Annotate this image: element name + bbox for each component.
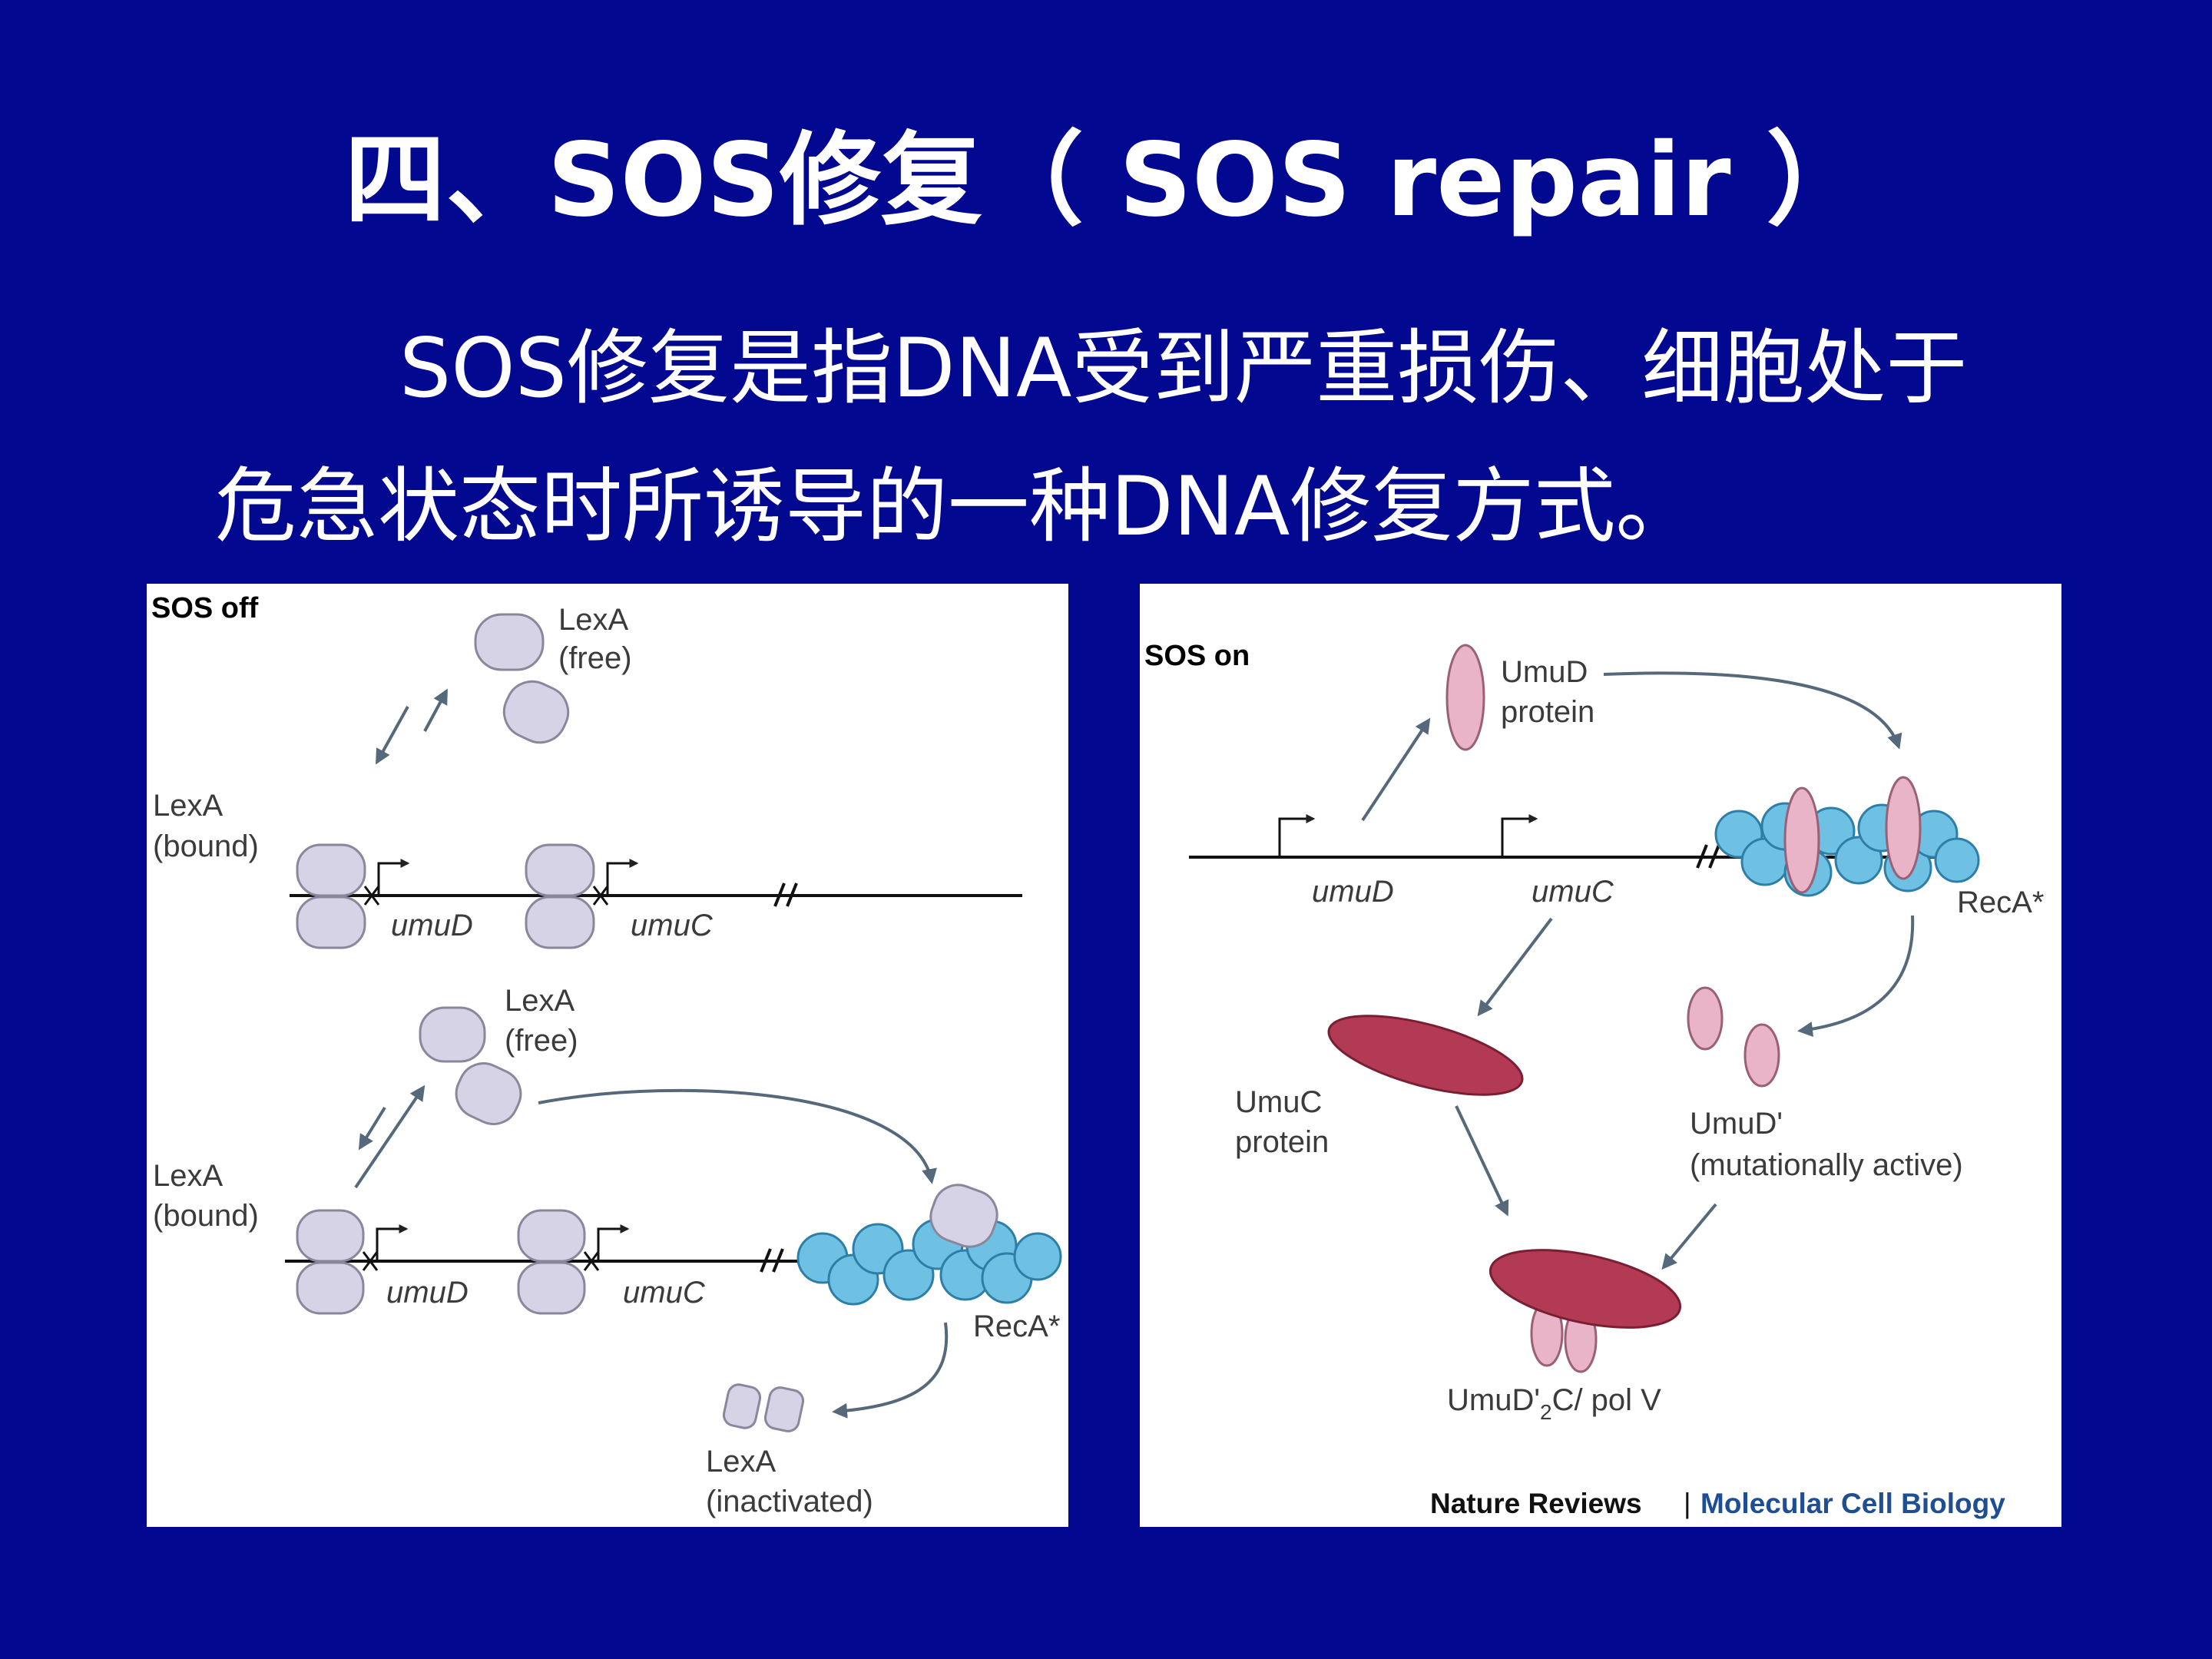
umuc-protein-label: UmuC — [1235, 1085, 1322, 1119]
dna-break — [1696, 844, 1720, 869]
credit-separator: | — [1684, 1488, 1691, 1519]
umud-protein-label: UmuD — [1501, 655, 1588, 689]
gene-umud-label: umuD — [391, 909, 473, 942]
umud-prime-shapes — [1687, 986, 1780, 1088]
equilibrium-arrows-top — [376, 688, 448, 765]
umud-protein-shape — [1445, 644, 1485, 751]
credit-section: Molecular Cell Biology — [1700, 1488, 2005, 1519]
lexa-inactivated-fragments — [722, 1383, 805, 1432]
pol-v-complex — [1488, 1249, 1682, 1373]
dna-break-top — [773, 882, 798, 907]
umuc-protein-shape — [1327, 1015, 1524, 1096]
body-line-2: 危急状态时所诱导的一种DNA修复方式。 — [215, 459, 1697, 554]
reca-label: RecA* — [1957, 886, 2044, 919]
lexa-inactivated-label: LexA — [706, 1445, 776, 1479]
pol-v-label: UmuD'2C/ pol V — [1447, 1383, 1661, 1424]
lexa-bound-bottom-sublabel: (bound) — [153, 1199, 259, 1233]
lexa-bound-bottom-label: LexA — [153, 1159, 223, 1193]
lexa-on-reca — [929, 1184, 998, 1248]
gene-umuc-label: umuC — [631, 909, 714, 942]
lexa-free-sublabel: (free) — [558, 641, 632, 675]
dna-break-bottom — [760, 1248, 784, 1273]
promoters — [1278, 814, 1538, 857]
sos-on-header: SOS on — [1144, 640, 1250, 672]
lexa-free-mid-sublabel: (free) — [505, 1024, 578, 1058]
sos-off-diagram: SOS off LexA (free) LexA (bound) umuD um… — [147, 584, 1068, 1527]
reca-filament — [1714, 802, 1980, 897]
blocked-promoters-top — [363, 859, 639, 906]
expression-arrows — [1361, 671, 1902, 822]
sos-off-header: SOS off — [151, 592, 259, 624]
blocked-promoters-bottom — [362, 1224, 630, 1271]
lexa-bound-dimer-1 — [296, 843, 366, 949]
gene-umud-label: umuD — [1312, 875, 1394, 909]
sos-on-diagram: SOS on UmuD protein umuD umuC RecA* UmuC — [1140, 584, 2061, 1527]
slide-title: 四、SOS修复（ SOS repair ） — [344, 121, 1868, 240]
body-line-1: SOS修复是指DNA受到严重损伤、细胞处于 — [399, 321, 1968, 416]
lexa-inactivated-sublabel: (inactivated) — [706, 1485, 873, 1518]
process-arrows — [1455, 915, 1915, 1270]
gene-umuc-bottom-label: umuC — [623, 1276, 706, 1310]
gene-umuc-label: umuC — [1532, 875, 1614, 909]
equilibrium-arrows-mid — [354, 1084, 937, 1189]
reca-filament — [796, 1218, 1062, 1306]
lexa-free-mid-label: LexA — [505, 984, 575, 1018]
cleavage-arrow — [832, 1322, 949, 1419]
lexa-free-protein — [474, 613, 570, 744]
reca-label: RecA* — [973, 1310, 1060, 1343]
umud-protein-sublabel: protein — [1501, 695, 1594, 729]
lexa-bound-label: LexA — [153, 789, 223, 823]
gene-umud-bottom-label: umuD — [386, 1276, 469, 1310]
lexa-bound-dimer-4 — [517, 1209, 586, 1315]
lexa-free-label: LexA — [558, 603, 628, 637]
umuc-protein-sublabel: protein — [1235, 1125, 1329, 1159]
umud-prime-sublabel: (mutationally active) — [1690, 1148, 1963, 1182]
lexa-bound-dimer-2 — [525, 843, 595, 949]
credit-journal: Nature Reviews — [1430, 1488, 1642, 1519]
umud-prime-label: UmuD' — [1690, 1107, 1783, 1141]
lexa-bound-dimer-3 — [296, 1209, 365, 1315]
slide-body: SOS修复是指DNA受到严重损伤、细胞处于 危急状态时所诱导的一种DNA修复方式… — [215, 300, 2074, 576]
sos-off-svg: SOS off LexA (free) LexA (bound) umuD um… — [151, 592, 1062, 1518]
sos-on-svg: SOS on UmuD protein umuD umuC RecA* UmuC — [1144, 640, 2044, 1519]
umud-on-reca — [1783, 776, 1922, 894]
lexa-bound-sublabel: (bound) — [153, 830, 259, 863]
lexa-free-protein-mid — [419, 1006, 522, 1125]
